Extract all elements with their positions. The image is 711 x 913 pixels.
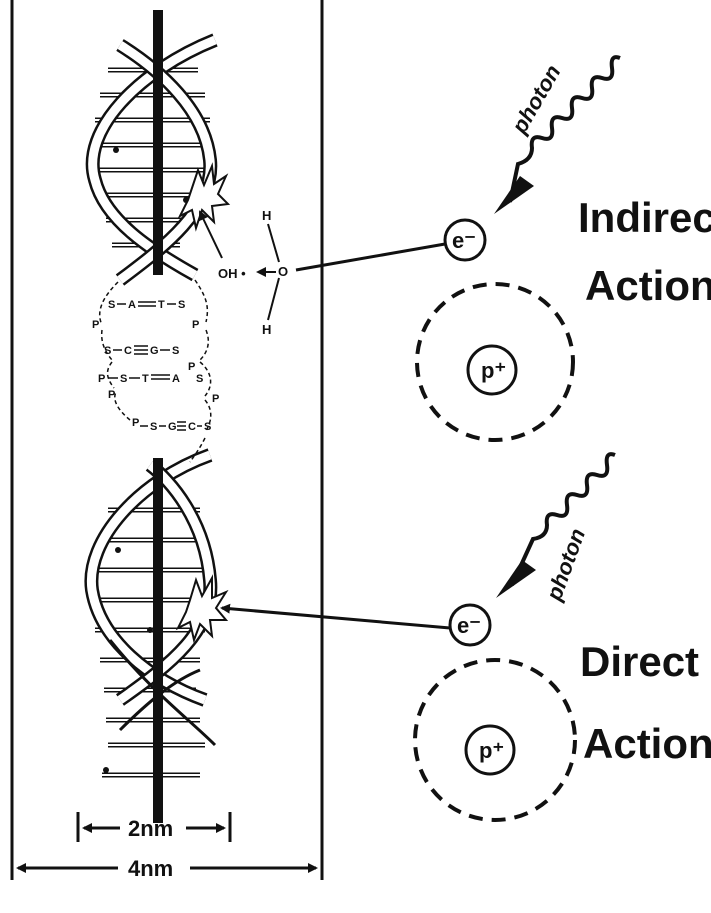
scale-2nm: 2nm (76, 812, 232, 842)
damage-burst-top (177, 162, 231, 232)
indirect-label-1: Indirect (578, 194, 711, 241)
svg-text:H: H (262, 322, 271, 337)
svg-text:2nm: 2nm (128, 816, 173, 841)
svg-text:S: S (172, 345, 179, 357)
photon-bottom: photon (496, 452, 616, 605)
sequence-row-1: S A T S P P (92, 299, 199, 331)
electron-top (443, 218, 487, 262)
photon-top: photon (494, 55, 621, 214)
proton-bottom (464, 724, 516, 776)
direct-action-arrow (220, 603, 451, 630)
svg-text:T: T (158, 299, 165, 311)
svg-text:P: P (98, 373, 105, 385)
svg-text:OH •: OH • (218, 266, 246, 281)
svg-text:S: S (108, 299, 115, 311)
sequence-row-4: P S G C S P (108, 389, 211, 433)
indirect-connection-line (295, 242, 446, 272)
sequence-row-3: P S T A S P (98, 373, 219, 405)
svg-text:H: H (262, 208, 271, 223)
indirect-label-2: Action (585, 262, 711, 309)
dna-axis-bottom (153, 458, 163, 823)
svg-text:S: S (196, 373, 203, 385)
svg-text:P: P (108, 389, 115, 401)
svg-text:e⁻: e⁻ (452, 228, 476, 253)
unwound-dna-sequence (98, 279, 212, 463)
water-molecule: H O H OH • (198, 208, 288, 337)
atom-indirect: p⁺ e⁻ (415, 218, 575, 442)
svg-text:A: A (172, 373, 180, 385)
svg-text:p⁺: p⁺ (479, 738, 504, 763)
svg-text:P: P (188, 361, 195, 373)
svg-text:C: C (124, 345, 132, 357)
svg-text:S: S (120, 373, 127, 385)
svg-text:S: S (104, 345, 111, 357)
svg-text:P: P (92, 319, 99, 331)
direct-label-2: Action (583, 720, 711, 767)
damage-burst-bottom (175, 574, 229, 644)
svg-text:G: G (150, 345, 159, 357)
svg-text:4nm: 4nm (128, 856, 173, 881)
svg-text:photon: photon (541, 525, 590, 605)
proton-top (466, 344, 518, 396)
scale-4nm: 4nm (16, 856, 318, 881)
svg-text:G: G (168, 421, 177, 433)
svg-text:A: A (128, 299, 136, 311)
dna-axis-top (153, 10, 163, 275)
sequence-row-2: S C G S P (104, 345, 195, 373)
svg-text:P: P (132, 417, 139, 429)
svg-text:C: C (188, 421, 196, 433)
svg-text:p⁺: p⁺ (481, 358, 506, 383)
svg-text:S: S (178, 299, 185, 311)
svg-text:P: P (192, 319, 199, 331)
svg-text:P: P (212, 393, 219, 405)
electron-bottom (448, 603, 492, 647)
svg-text:O: O (278, 264, 288, 279)
svg-text:T: T (142, 373, 149, 385)
svg-text:S: S (150, 421, 157, 433)
direct-label-1: Direct (580, 638, 699, 685)
svg-text:S: S (204, 421, 211, 433)
atom-direct: p⁺ e⁻ (413, 603, 577, 822)
svg-text:e⁻: e⁻ (457, 613, 481, 638)
svg-text:photon: photon (506, 60, 565, 138)
